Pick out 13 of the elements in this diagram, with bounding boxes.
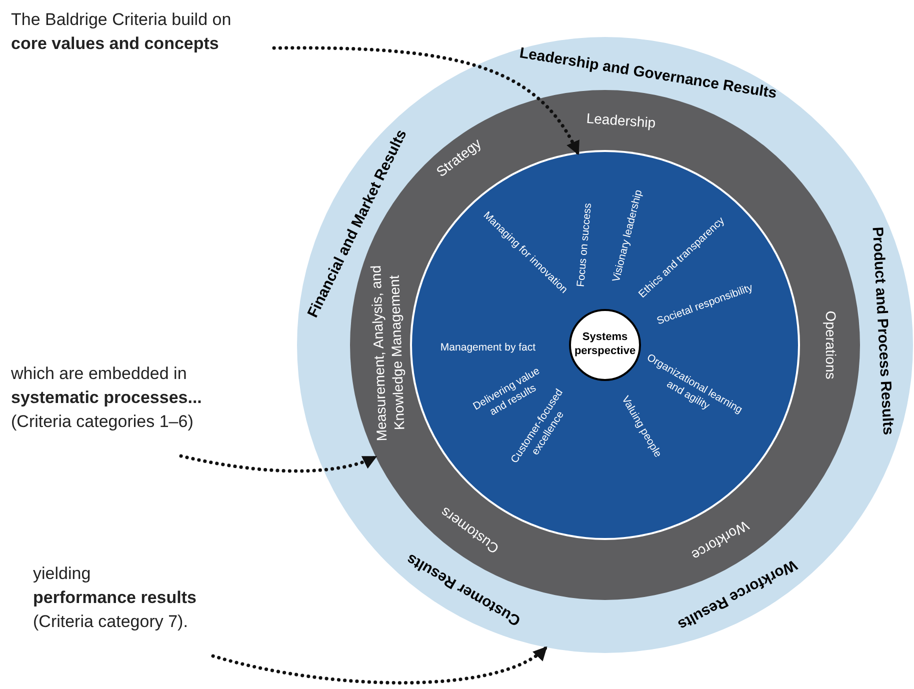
ring-label: Product and Process Results [864,226,898,436]
ring-label: Measurement, Analysis, and Knowledge Management [367,252,410,454]
dotted-arrow [179,454,378,473]
ring-label: Leadership [586,109,656,132]
dotted-arrow [211,646,548,685]
dotted-arrow [272,46,580,156]
ring-label: Leadership and Governance Results [518,42,778,106]
ring-label: Operations [821,310,839,380]
annotation-text: The Baldrige Criteria build on core values and concepts [11,8,266,56]
disc-label: Focus on success [574,202,596,288]
annotation-text: yielding performance results (Criteria category 7). [33,562,333,634]
disc-label: Management by fact [440,341,536,355]
annotation-text: which are embedded in systematic processes... (Criteria categories 1–6) [11,362,311,434]
